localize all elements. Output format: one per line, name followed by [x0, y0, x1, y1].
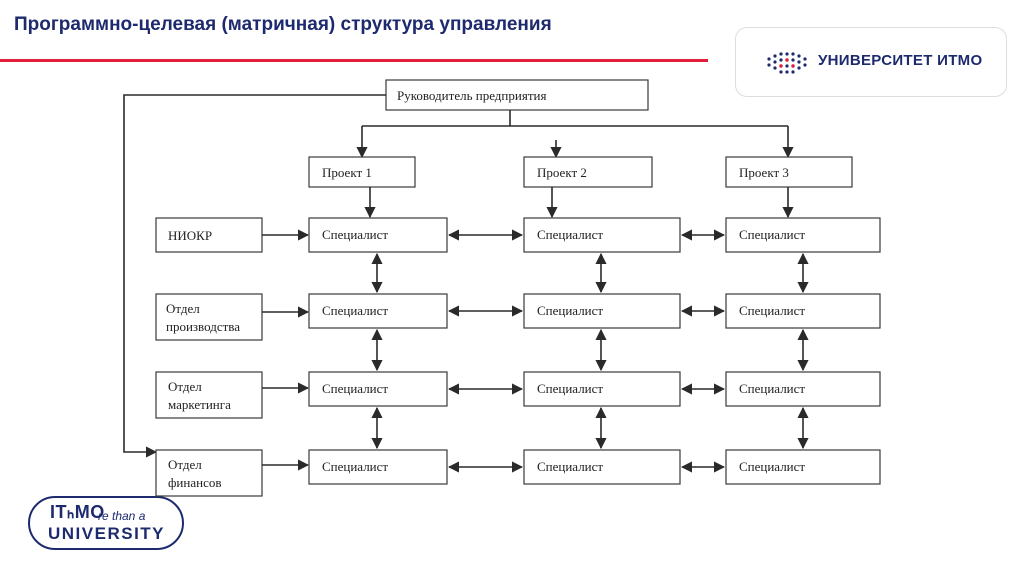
itmo-dots-icon [767, 52, 807, 74]
itmo-more-than-university-logo: ITₕMO re than a UNIVERSITY [28, 496, 184, 550]
specialist-node: Специалист [523, 449, 681, 485]
project-label: Проект 3 [739, 165, 789, 180]
specialist-node: Специалист [308, 293, 448, 329]
specialist-label: Специалист [739, 227, 805, 242]
project-node-1: Проект 1 [308, 156, 416, 188]
dept-node-rnd: НИОКР [155, 217, 263, 253]
specialist-node: Специалист [725, 217, 881, 253]
specialist-label: Специалист [537, 459, 603, 474]
project-node-2: Проект 2 [523, 156, 653, 188]
specialist-label: Специалист [537, 381, 603, 396]
dept-label: Отдел [166, 301, 200, 316]
head-label: Руководитель предприятия [397, 88, 546, 103]
dept-label: НИОКР [168, 228, 212, 243]
specialist-node: Специалист [308, 449, 448, 485]
specialist-node: Специалист [725, 371, 881, 407]
dept-label: финансов [168, 475, 221, 490]
head-node: Руководитель предприятия [385, 79, 649, 111]
dept-label: Отдел [168, 379, 202, 394]
project-label: Проект 1 [322, 165, 372, 180]
logo-line2: UNIVERSITY [48, 524, 166, 543]
itmo-logo-text: УНИВЕРСИТЕТ ИТМО [818, 52, 983, 69]
specialist-label: Специалист [537, 303, 603, 318]
specialist-node: Специалист [308, 371, 448, 407]
specialist-label: Специалист [322, 303, 388, 318]
specialist-label: Специалист [537, 227, 603, 242]
specialist-node: Специалист [523, 371, 681, 407]
dept-node-finance: Отдел финансов [155, 449, 263, 497]
specialist-node: Специалист [308, 217, 448, 253]
itmo-logo-top: УНИВЕРСИТЕТ ИТМО [735, 27, 1007, 97]
project-label: Проект 2 [537, 165, 587, 180]
specialist-node: Специалист [725, 293, 881, 329]
specialist-label: Специалист [739, 459, 805, 474]
specialist-label: Специалист [322, 459, 388, 474]
edge-head-to-finance [123, 94, 386, 458]
specialist-label: Специалист [322, 381, 388, 396]
dept-node-marketing: Отдел маркетинга [155, 371, 263, 419]
specialist-node: Специалист [725, 449, 881, 485]
specialist-label: Специалист [739, 303, 805, 318]
dept-label: Отдел [168, 457, 202, 472]
specialist-node: Специалист [523, 293, 681, 329]
specialist-node: Специалист [523, 217, 681, 253]
dept-node-production: Отдел производства [155, 293, 263, 341]
specialist-label: Специалист [322, 227, 388, 242]
title-underline [0, 59, 708, 62]
dept-label: маркетинга [168, 397, 231, 412]
slide-title: Программно-целевая (матричная) структура… [14, 14, 552, 35]
logo-line1: ITₕMO [50, 502, 105, 522]
logo-tagline: re than a [98, 509, 146, 523]
project-node-3: Проект 3 [725, 156, 853, 188]
dept-label: производства [166, 319, 240, 334]
specialist-label: Специалист [739, 381, 805, 396]
